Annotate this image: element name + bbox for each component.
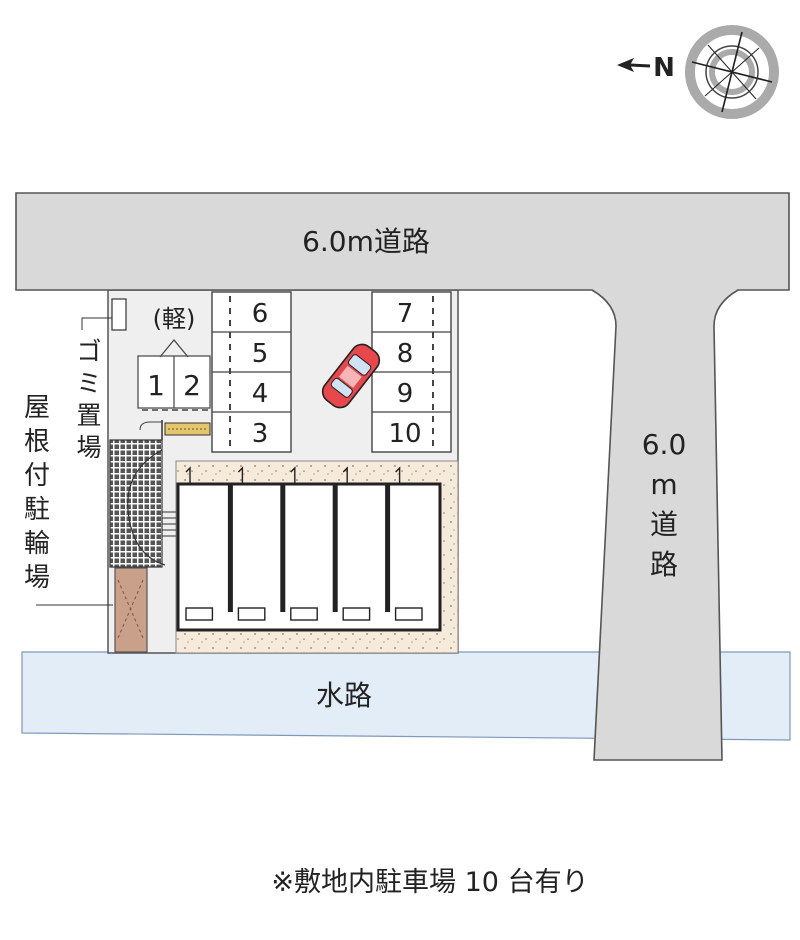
unit-entrance-mark bbox=[395, 466, 401, 484]
garbage-leader-line bbox=[81, 317, 112, 330]
bicycle-shelter bbox=[109, 420, 176, 653]
car-icon bbox=[321, 343, 381, 409]
unit-entrance-mark bbox=[290, 466, 296, 484]
unit-balcony bbox=[237, 607, 266, 621]
parking-space-number: 6 bbox=[252, 299, 269, 329]
compass-icon: N bbox=[617, 25, 779, 119]
kei-parking bbox=[137, 339, 211, 436]
building-outline bbox=[176, 482, 442, 632]
bicycle-label-char: 駐 bbox=[24, 495, 50, 525]
top-road-label: 6.0m道路 bbox=[302, 225, 430, 258]
garbage-label-char: 置 bbox=[76, 401, 101, 430]
unit-balcony bbox=[342, 607, 371, 621]
parking-right-column bbox=[371, 291, 452, 453]
parking-space-number: 3 bbox=[252, 419, 269, 449]
kei-label: (軽) bbox=[153, 305, 196, 333]
bicycle-label-char: 輪 bbox=[24, 529, 50, 559]
kei-space-number: 2 bbox=[183, 369, 201, 402]
garbage-label-char: 場 bbox=[76, 433, 101, 462]
road-top bbox=[15, 192, 790, 761]
garbage-spot bbox=[111, 298, 127, 331]
right-road-label-char: 道 bbox=[650, 508, 678, 541]
unit-entrance-mark bbox=[185, 466, 191, 484]
kei-space-number: 1 bbox=[147, 369, 165, 402]
parking-space-number: 10 bbox=[388, 419, 421, 449]
bicycle-label-char: 場 bbox=[24, 563, 50, 593]
unit-balcony bbox=[394, 607, 423, 621]
right-road-label-char: 路 bbox=[650, 548, 678, 581]
garbage-label-char: ミ bbox=[76, 369, 101, 398]
parking-space-number: 9 bbox=[397, 379, 414, 409]
bike-rack bbox=[164, 422, 211, 436]
parking-space-number: 5 bbox=[252, 339, 269, 369]
unit-balcony bbox=[185, 607, 214, 621]
unit-entrance-mark bbox=[237, 466, 244, 484]
parking-space-number: 8 bbox=[397, 339, 414, 369]
bicycle-label-char: 屋 bbox=[24, 393, 50, 423]
right-road-label-char: m bbox=[650, 468, 677, 501]
unit-entrance-mark bbox=[342, 466, 348, 484]
parking-space-number: 7 bbox=[397, 299, 414, 329]
north-label: N bbox=[653, 53, 675, 83]
parking-note: ※敷地内駐車場 10 台有り bbox=[271, 867, 588, 898]
unit-balcony bbox=[290, 607, 318, 621]
right-road-label-char: 6.0 bbox=[642, 428, 687, 461]
parking-space-number: 4 bbox=[252, 379, 269, 409]
water-channel-label: 水路 bbox=[316, 679, 372, 712]
parking-left-column bbox=[211, 291, 292, 453]
bicycle-label-char: 根 bbox=[24, 427, 50, 457]
building bbox=[176, 466, 442, 632]
right-road-label: 6.0 m道路 bbox=[642, 428, 687, 581]
garbage-label-char: ゴ bbox=[76, 337, 101, 366]
bicycle-label-char: 付 bbox=[24, 461, 50, 491]
